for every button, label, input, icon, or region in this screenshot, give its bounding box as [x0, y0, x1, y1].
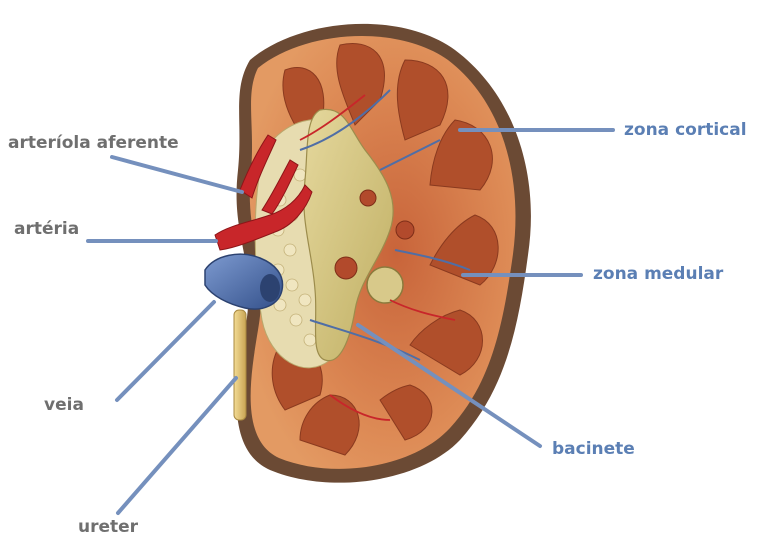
- label-bacinete: bacinete: [552, 439, 635, 459]
- label-zona-cortical: zona cortical: [624, 120, 747, 140]
- renal-vein-lumen: [260, 274, 280, 302]
- leader-ureter: [118, 378, 236, 513]
- label-zona-medular: zona medular: [593, 264, 723, 284]
- label-arteriola-aferente: arteríola aferente: [8, 133, 179, 153]
- label-arteria: artéria: [14, 219, 79, 239]
- ureter-tube: [234, 310, 246, 420]
- label-veia: veia: [44, 395, 84, 415]
- leader-arteriola-aferente: [112, 157, 242, 192]
- leader-veia: [117, 302, 214, 400]
- label-ureter: ureter: [78, 517, 138, 537]
